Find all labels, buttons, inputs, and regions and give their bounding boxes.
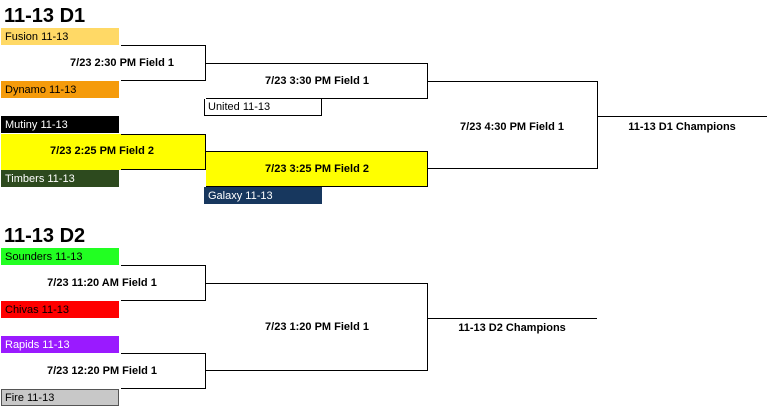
d1-game-2-bracket	[121, 134, 206, 170]
d1-game-4-highlight	[206, 151, 428, 187]
d1-title: 11-13 D1	[4, 5, 86, 27]
team-sounders: Sounders 11-13	[1, 248, 119, 265]
d1-champion-line	[598, 116, 767, 117]
d2-game-1-bracket	[121, 265, 206, 301]
d1-champion-label: 11-13 D1 Champions	[628, 121, 736, 133]
d1-game-3-label: 7/23 3:30 PM Field 1	[265, 75, 369, 87]
d1-game-3-bracket	[206, 63, 428, 99]
d2-final-label: 7/23 1:20 PM Field 1	[265, 321, 369, 333]
team-fire: Fire 11-13	[1, 389, 119, 406]
d2-title: 11-13 D2	[4, 225, 86, 247]
d1-final-label: 7/23 4:30 PM Field 1	[460, 121, 564, 133]
team-fusion: Fusion 11-13	[1, 28, 119, 45]
d2-final-bracket	[206, 283, 428, 371]
d2-champion-label: 11-13 D2 Champions	[458, 322, 566, 334]
d2-game-1-label: 7/23 11:20 AM Field 1	[47, 277, 157, 289]
team-rapids: Rapids 11-13	[1, 336, 119, 353]
team-united: United 11-13	[204, 99, 322, 116]
d1-game-1-bracket	[121, 45, 206, 81]
team-chivas: Chivas 11-13	[1, 301, 119, 318]
d1-game-4-bracket	[206, 151, 428, 187]
d2-game-2-label: 7/23 12:20 PM Field 1	[46, 365, 158, 377]
d2-champion-line	[428, 318, 597, 319]
d1-final-bracket	[428, 81, 598, 169]
team-dynamo: Dynamo 11-13	[1, 81, 119, 98]
team-mutiny: Mutiny 11-13	[1, 116, 119, 133]
team-timbers: Timbers 11-13	[1, 170, 119, 187]
d2-game-2-bracket	[121, 353, 206, 389]
d1-game-2-highlight	[1, 134, 205, 170]
d1-game-1-label: 7/23 2:30 PM Field 1	[70, 57, 174, 69]
d1-game-4-label: 7/23 3:25 PM Field 2	[265, 163, 369, 175]
team-galaxy: Galaxy 11-13	[204, 187, 322, 204]
d1-game-2-label: 7/23 2:25 PM Field 2	[50, 145, 154, 157]
